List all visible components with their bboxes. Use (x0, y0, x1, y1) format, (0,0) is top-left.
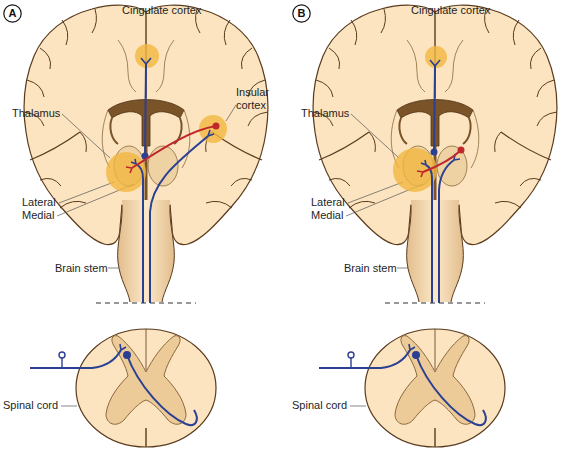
anatomy-label: Thalamus (301, 107, 349, 120)
panel-a-base (24, 5, 268, 447)
anatomy-label: Cingulate cortex (411, 4, 491, 17)
anatomy-label: Thalamus (12, 107, 60, 120)
anatomy-label: Brain stem (344, 262, 397, 275)
thalamocortical-axon (434, 66, 435, 152)
anatomy-label: Lateral (311, 196, 345, 209)
synaptic-terminal (141, 58, 151, 64)
panel-letter-text: A (3, 4, 22, 23)
panel-letter: B (292, 4, 311, 23)
leader-line (226, 105, 236, 121)
panel-letter-text: B (292, 4, 311, 23)
spinothalamic-tract (136, 164, 143, 303)
synaptic-terminal (421, 160, 426, 165)
anatomy-label: Spinal cord (3, 399, 58, 412)
ascending-axon (439, 160, 454, 303)
panel-letter: A (3, 4, 22, 23)
corticothalamic-axon (132, 126, 216, 168)
anatomy-label: Cingulate cortex (122, 4, 202, 17)
spinothalamic-tract (426, 165, 432, 303)
anatomy-label: Medial (311, 209, 343, 222)
anatomy-label: Brain stem (55, 262, 108, 275)
panel-b-base (313, 5, 557, 447)
synaptic-terminal (417, 171, 423, 177)
cingulate-highlight (425, 46, 447, 68)
synaptic-terminal (131, 159, 136, 164)
intrathalamic-axon (423, 150, 461, 172)
anatomy-label: Lateral (22, 196, 56, 209)
anatomy-label: Medial (22, 209, 54, 222)
synaptic-terminal (126, 167, 132, 173)
panel-a-pathways (106, 44, 236, 303)
synaptic-terminal (208, 130, 214, 136)
circle-outline (4, 5, 21, 22)
thalamocortical-axon (145, 64, 146, 156)
panel-b-pathways (393, 46, 465, 303)
cingulate-highlight (135, 44, 159, 68)
ascending-axon (150, 136, 208, 303)
anatomy-label: Spinal cord (292, 399, 347, 412)
synaptic-terminal (430, 60, 440, 66)
thalamus-highlight (106, 152, 146, 192)
anatomy-label: Insular cortex (236, 86, 282, 112)
circle-outline (293, 5, 310, 22)
